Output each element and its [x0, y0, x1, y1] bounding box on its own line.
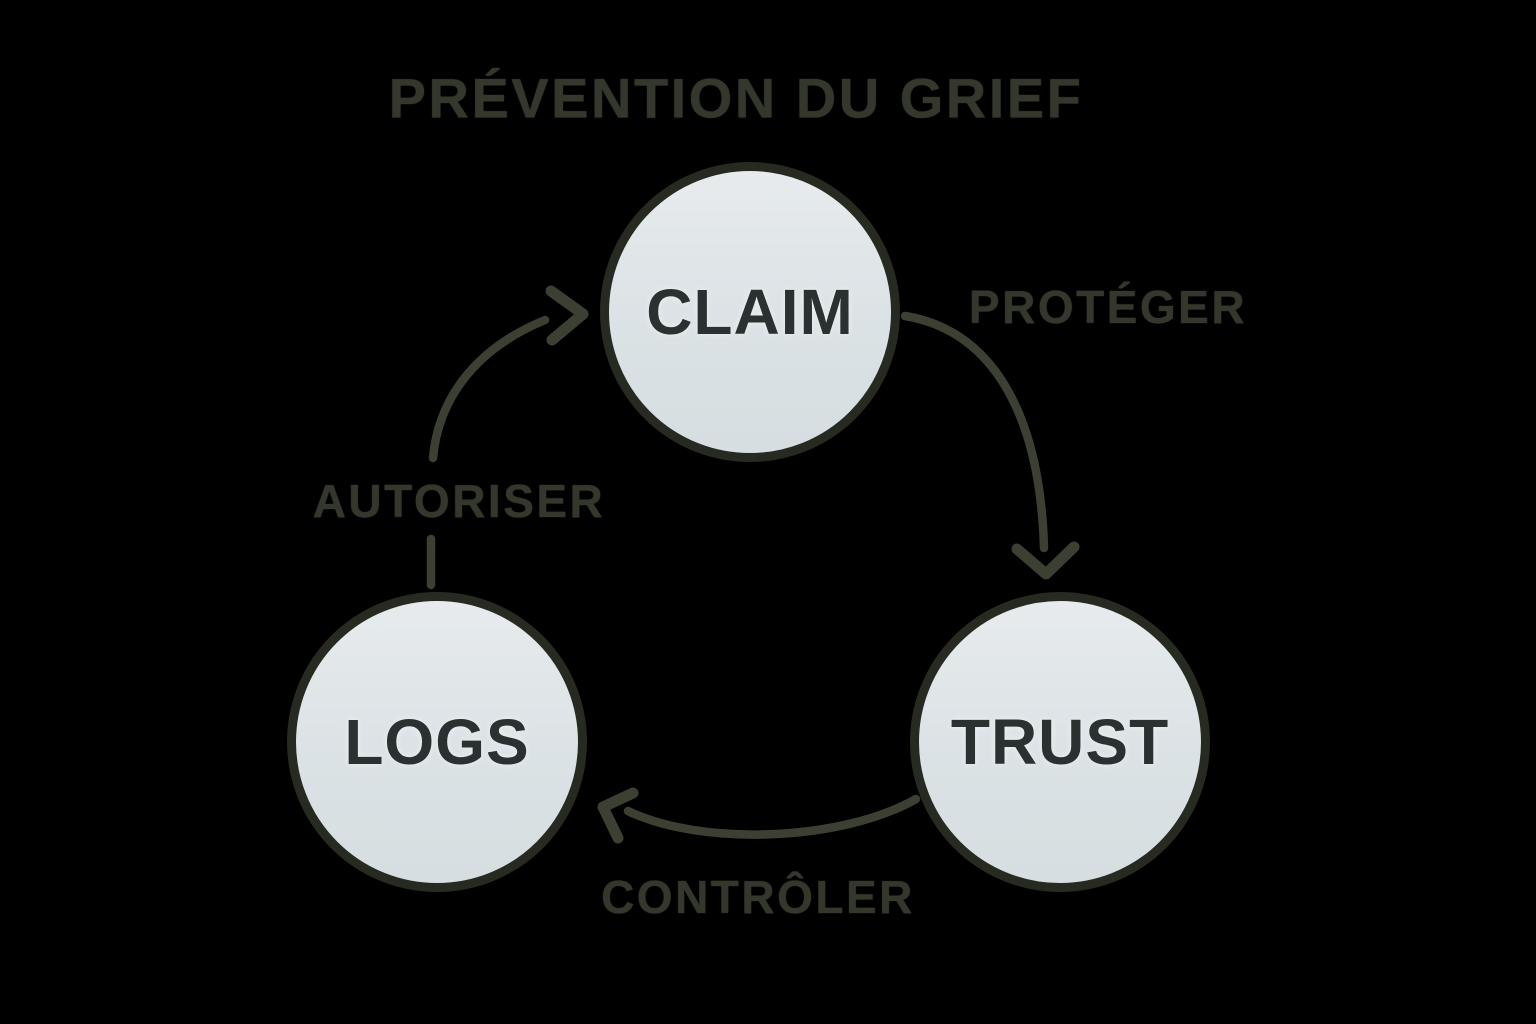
- edge-label-autoriser: AUTORISER: [312, 475, 606, 527]
- edge-label-controler: CONTRÔLER: [601, 871, 915, 923]
- arrowhead-down-icon: [1011, 541, 1080, 580]
- node-label: TRUST: [950, 706, 1170, 778]
- arrow-shaft: [900, 311, 1049, 553]
- page-title: PRÉVENTION DU GRIEF: [388, 66, 1084, 130]
- node-label: CLAIM: [646, 276, 854, 348]
- arrow-logs-to-claim: [426, 285, 589, 590]
- node-claim: CLAIM: [600, 162, 900, 462]
- arrow-claim-to-trust: [900, 311, 1080, 580]
- edge-label-proteger: PROTÉGER: [968, 281, 1248, 333]
- node-logs: LOGS: [287, 592, 587, 892]
- arrowhead-left-icon: [597, 787, 639, 844]
- arrow-trust-to-logs: [597, 787, 921, 844]
- node-label: LOGS: [344, 706, 530, 778]
- arrowhead-right-icon: [545, 285, 589, 346]
- arrow-shaft: [623, 794, 921, 839]
- arrow-shaft: [428, 315, 550, 463]
- node-trust: TRUST: [910, 592, 1210, 892]
